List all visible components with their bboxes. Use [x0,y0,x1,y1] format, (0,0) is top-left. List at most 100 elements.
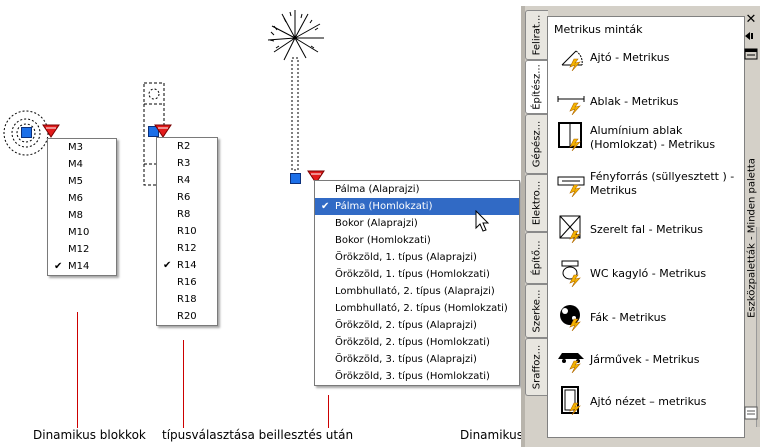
menu-item[interactable]: R8 [157,206,217,223]
menu-item-label: M5 [68,176,83,187]
palette-scrollbar[interactable] [756,227,760,427]
palette-tab-label: Sraffoz... [531,344,543,390]
menu-item[interactable]: R10 [157,223,217,240]
insertion-grip[interactable] [148,126,159,137]
leader-line [328,395,329,428]
menu-item-label: M14 [68,261,90,272]
menu-item-label: Bokor (Alaprajzi) [335,218,418,229]
palette-tool-item[interactable]: Járművek - Metrikus [554,343,740,377]
palette-tool-item[interactable]: Fényforrás (süllyesztett ) - Metrikus [554,167,740,201]
menu-item[interactable]: Pálma (Alaprajzi) [315,181,519,198]
caption-middle: típusválasztása beillesztés után [162,428,354,442]
palette-menu-icon[interactable] [744,406,758,420]
palette-tool-item[interactable]: WC kagyló - Metrikus [554,257,740,291]
leader-line [183,340,184,428]
menu-item[interactable]: M6 [48,190,116,207]
menu-item[interactable]: R12 [157,240,217,257]
menu-item[interactable]: R3 [157,155,217,172]
palette-tool-label: Fényforrás (süllyesztett ) - Metrikus [590,170,735,197]
palette-tab-label: Felirat... [531,14,543,56]
menu-item[interactable]: Örökzöld, 3. típus (Homlokzati) [315,368,519,385]
menu-item[interactable]: Örökzöld, 2. típus (Homlokzati) [315,334,519,351]
palette-tab-label: Építő... [531,240,543,276]
toilet-icon [561,260,581,287]
palette-tab-label: Építész... [531,64,543,110]
palette-tab-label: Elektro... [531,180,543,226]
palette-tool-item[interactable]: Ajtó nézet – metrikus [554,385,740,419]
menu-item-label: R14 [177,260,197,271]
palette-title: Eszközpaletták - Minden paletta [746,158,758,318]
palette-tool-item[interactable]: Ajtó - Metrikus [554,41,740,75]
palette-tab[interactable]: Sraffoz... [525,338,548,396]
menu-item[interactable]: Bokor (Alaprajzi) [315,215,519,232]
menu-item-label: R2 [177,141,191,152]
menu-item-label: M12 [68,244,90,255]
palette-tab[interactable]: Építész... [525,60,548,114]
menu-item[interactable]: M8 [48,207,116,224]
menu-item-label: R3 [177,158,191,169]
close-icon[interactable]: ✕ [745,12,757,27]
menu-item[interactable]: M3 [48,139,116,156]
mouse-cursor-icon [475,210,490,232]
palette-tool-label: Ajtó nézet – metrikus [590,395,707,408]
palette-tab[interactable]: Elektro... [525,174,548,232]
menu-item[interactable]: Örökzöld, 1. típus (Homlokzati) [315,266,519,283]
menu-item-label: M3 [68,142,83,153]
palette-tab[interactable]: Felirat... [525,10,548,60]
menu-item[interactable]: Örökzöld, 3. típus (Alaprajzi) [315,351,519,368]
menu-item[interactable]: Örökzöld, 2. típus (Alaprajzi) [315,317,519,334]
palette-tool-item[interactable]: Alumínium ablak (Homlokzat) - Metrikus [554,121,740,155]
auto-hide-icon[interactable] [744,30,758,42]
menu-item-label: M8 [68,210,83,221]
menu-item[interactable]: ✔R14 [157,257,217,274]
palette-tool-label: Fák - Metrikus [590,311,667,324]
menu-item[interactable]: Lombhullató, 2. típus (Homlokzati) [315,300,519,317]
menu-item[interactable]: R2 [157,138,217,155]
menu-item[interactable]: R20 [157,308,217,325]
properties-icon[interactable] [744,48,758,60]
menu-item[interactable]: R6 [157,189,217,206]
insertion-grip[interactable] [290,173,301,184]
palette-tool-label: WC kagyló - Metrikus [590,267,707,280]
menu-item-label: R10 [177,226,197,237]
palette-tab[interactable]: Építő... [525,232,548,284]
menu-item[interactable]: R4 [157,172,217,189]
menu-item[interactable]: Örökzöld, 1. típus (Alaprajzi) [315,249,519,266]
palette-tool-label: Szerelt fal - Metrikus [590,223,703,236]
palette-tool-item[interactable]: Fák - Metrikus [554,301,740,335]
menu-item-label: R8 [177,209,191,220]
menu-item-label: Lombhullató, 2. típus (Homlokzati) [335,303,508,314]
palette-tool-item[interactable]: Ablak - Metrikus [554,85,740,119]
menu-item-label: M10 [68,227,90,238]
menu-item[interactable]: ✔Pálma (Homlokzati) [315,198,519,215]
light-source-icon [557,176,585,197]
palette-tool-item[interactable]: Szerelt fal - Metrikus [554,213,740,247]
menu-item[interactable]: R16 [157,274,217,291]
menu-item-label: R4 [177,175,191,186]
palm-tree-drawing [267,10,324,171]
menu-item[interactable]: M12 [48,241,116,258]
menu-item[interactable]: M5 [48,173,116,190]
palette-tab[interactable]: Gépész... [525,114,548,174]
menu-item-label: Pálma (Alaprajzi) [335,184,420,195]
door-icon [561,50,583,71]
caption-left: Dinamikus blokkok [33,428,146,442]
menu-item[interactable]: M10 [48,224,116,241]
lookup-menu-palm: Pálma (Alaprajzi) ✔Pálma (Homlokzati) Boko… [314,180,520,386]
aluminium-window-icon [558,122,582,151]
menu-item[interactable]: Lombhullató, 2. típus (Alaprajzi) [315,283,519,300]
lookup-grip-icon[interactable] [42,124,60,138]
lookup-grip-icon[interactable] [307,170,325,184]
palette-tab[interactable]: Szerke... [525,284,548,338]
menu-item[interactable]: Bokor (Homlokzati) [315,232,519,249]
menu-item-label: Örökzöld, 3. típus (Homlokzati) [335,371,490,382]
menu-item[interactable]: ✔M14 [48,258,116,275]
menu-item[interactable]: M4 [48,156,116,173]
menu-item-label: Örökzöld, 2. típus (Homlokzati) [335,337,490,348]
insertion-grip[interactable] [21,127,32,138]
menu-item[interactable]: R18 [157,291,217,308]
lookup-grip-icon[interactable] [154,124,172,138]
palette-tool-label: Alumínium ablak (Homlokzat) - Metrikus [590,124,716,151]
menu-item-label: Örökzöld, 2. típus (Alaprajzi) [335,320,477,331]
